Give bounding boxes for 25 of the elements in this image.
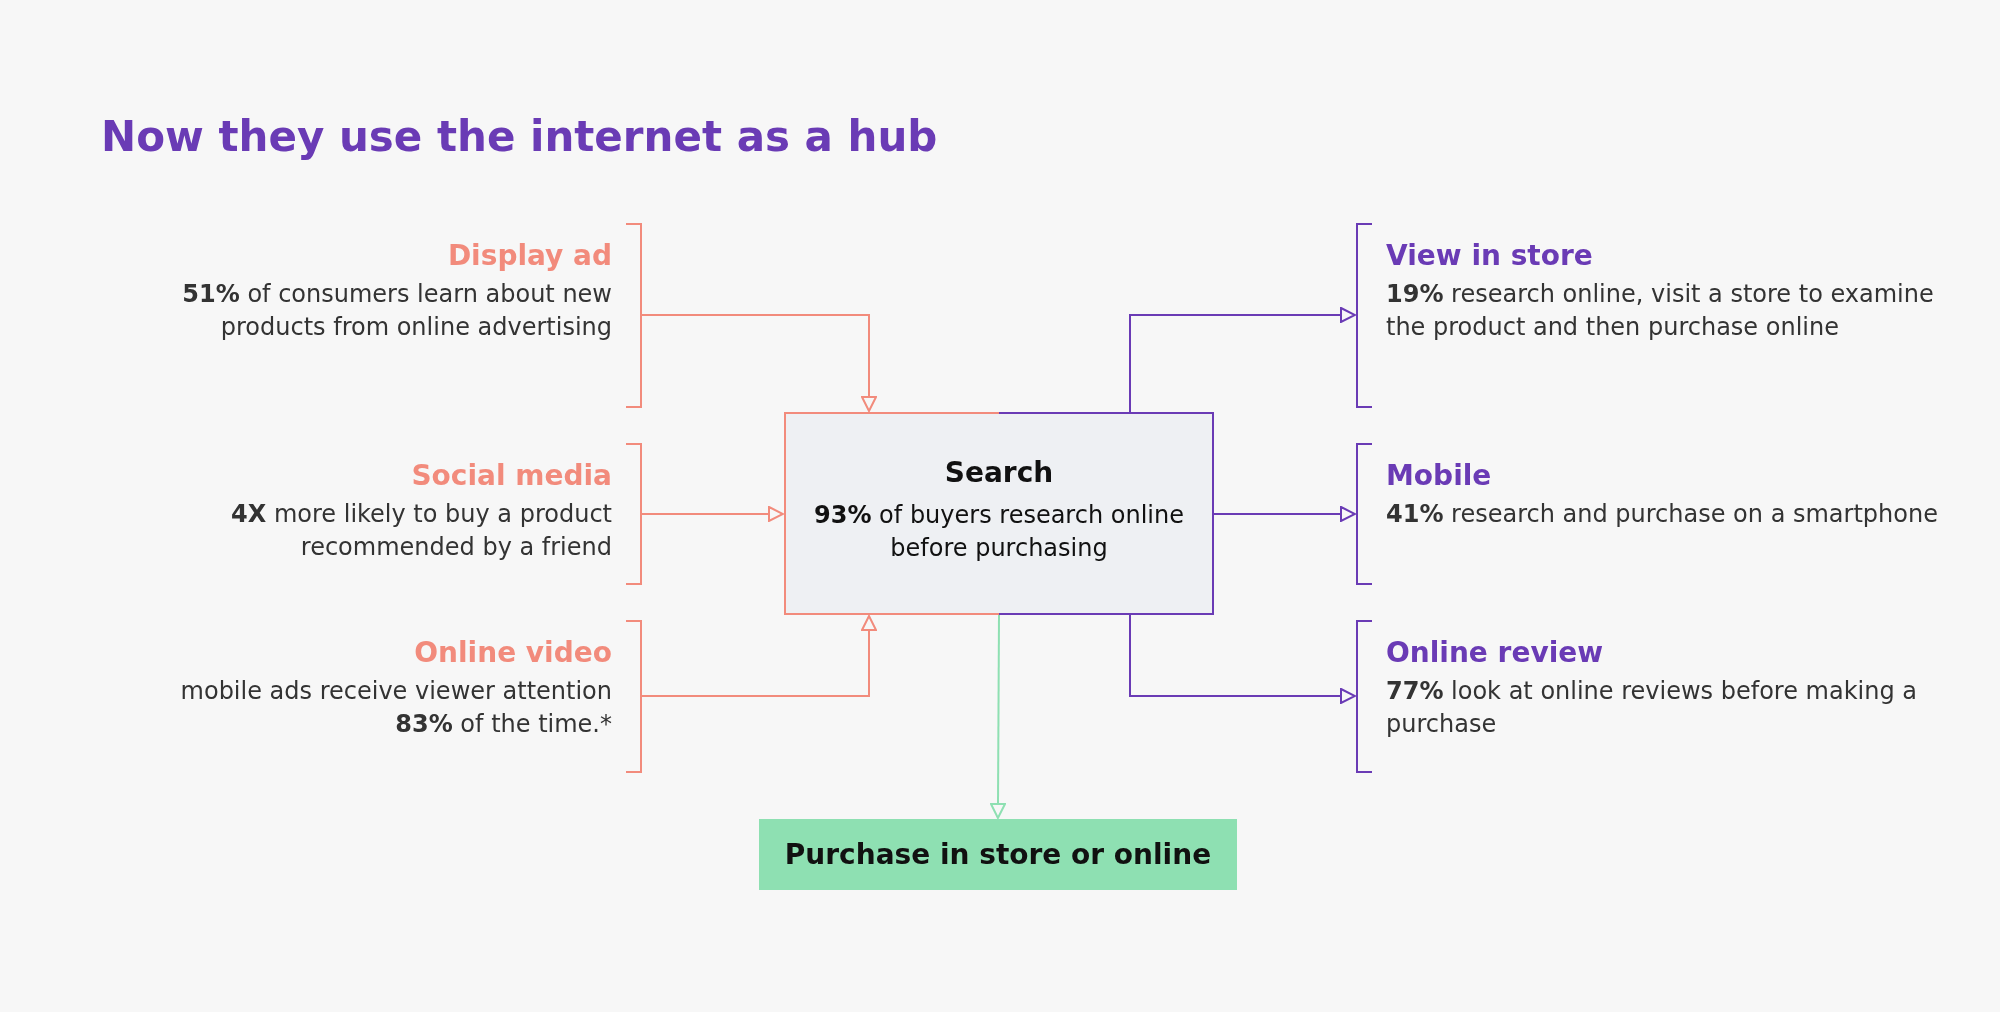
result-box	[759, 819, 1237, 890]
node-description: 41% research and purchase on a smartphone	[1386, 499, 1939, 530]
arrow	[641, 506, 784, 522]
arrow	[1213, 506, 1356, 522]
node-heading: Search	[943, 456, 1055, 489]
node-heading: View in store	[1386, 239, 1594, 272]
diagram-title: Now they use the internet as a hub	[101, 112, 938, 161]
node-heading: Purchase in store or online	[784, 838, 1212, 871]
arrow	[990, 614, 1006, 819]
node-description: 4X more likely to buy a product recommended by a friend	[230, 499, 612, 563]
arrow	[641, 314, 877, 412]
hub-box	[784, 412, 1214, 615]
node-description: 77% look at online reviews before making a purchase	[1386, 676, 1919, 740]
arrow	[641, 615, 877, 697]
node-description: 19% research online, visit a store to examine the product and then purchase online	[1386, 279, 1935, 343]
node-description: mobile ads receive viewer attention 83% of the time.*	[179, 676, 612, 740]
node-heading: Online review	[1386, 636, 1605, 669]
node-heading: Display ad	[446, 239, 612, 272]
node-heading: Mobile	[1386, 459, 1493, 492]
arrow	[1129, 307, 1356, 413]
node-description: 51% of consumers learn about new products from online advertising	[181, 279, 612, 343]
node-heading: Online video	[413, 636, 612, 669]
node-heading: Social media	[410, 459, 612, 492]
arrow	[1129, 614, 1356, 704]
node-description: 93% of buyers research online before purchasing	[813, 500, 1185, 564]
